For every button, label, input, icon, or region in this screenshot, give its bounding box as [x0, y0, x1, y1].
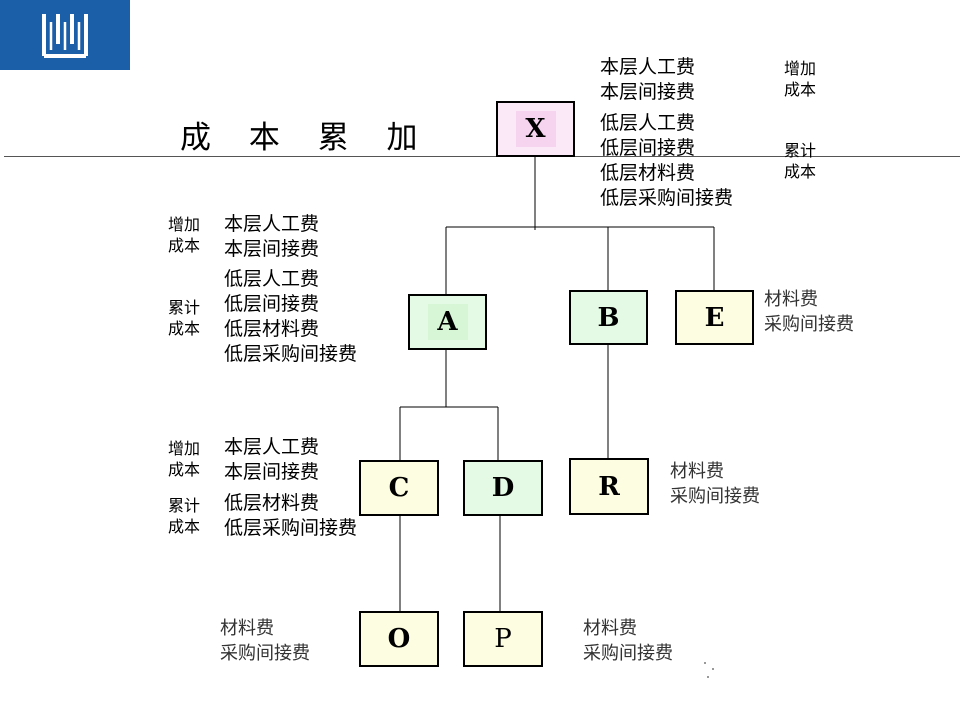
a-direct-costs: 本层人工费 本层间接费 — [224, 212, 319, 262]
node-c: C — [359, 460, 439, 516]
node-e-label: E — [704, 302, 725, 333]
node-b: B — [569, 290, 648, 345]
decor-dot — [707, 676, 709, 678]
tag-line: 成本 — [168, 319, 201, 338]
cost-line: 低层间接费 — [600, 137, 696, 159]
tag-line: 成本 — [168, 517, 201, 536]
decor-dot — [712, 668, 714, 670]
x-tag-cumulative: 累计 成本 — [784, 140, 816, 182]
cd-direct-costs: 本层人工费 本层间接费 — [224, 435, 319, 485]
node-d: D — [463, 460, 543, 516]
tag-line: 增加 — [168, 215, 201, 234]
tag-line: 累计 — [784, 141, 817, 160]
node-b-label: B — [597, 302, 620, 333]
node-a-label: A — [427, 304, 468, 340]
cost-line: 低层人工费 — [224, 268, 320, 290]
cost-line: 低层材料费 — [600, 162, 696, 184]
node-p: P — [463, 611, 543, 667]
tag-line: 成本 — [784, 80, 817, 99]
tag-line: 累计 — [168, 298, 201, 317]
node-r: R — [569, 458, 649, 515]
cost-line: 本层间接费 — [224, 238, 320, 260]
cost-line: 低层采购间接费 — [600, 187, 734, 209]
node-o: O — [359, 611, 439, 667]
node-d-label: D — [491, 473, 515, 503]
tag-line: 成本 — [168, 460, 201, 479]
cost-line: 采购间接费 — [670, 486, 760, 507]
cd-tag-added: 增加 成本 — [168, 438, 200, 480]
cost-line: 本层间接费 — [600, 81, 696, 103]
decor-dot — [704, 662, 706, 664]
tag-line: 增加 — [168, 439, 201, 458]
node-r-label: R — [598, 471, 620, 502]
tag-line: 成本 — [784, 162, 817, 181]
cost-line: 材料费 — [583, 618, 637, 639]
cost-line: 低层采购间接费 — [224, 343, 358, 365]
tag-line: 增加 — [784, 59, 817, 78]
o-purchase-costs: 材料费 采购间接费 — [220, 616, 310, 666]
cost-line: 采购间接费 — [583, 643, 673, 664]
node-p-label: P — [494, 624, 512, 654]
tag-line: 累计 — [168, 496, 201, 515]
cd-lower-costs: 低层材料费 低层采购间接费 — [224, 491, 357, 541]
cost-line: 低层人工费 — [600, 112, 696, 134]
r-purchase-costs: 材料费 采购间接费 — [670, 459, 760, 509]
cost-line: 采购间接费 — [220, 643, 310, 664]
a-tag-cumulative: 累计 成本 — [168, 297, 200, 339]
x-tag-added: 增加 成本 — [784, 58, 816, 100]
x-lower-costs: 低层人工费 低层间接费 低层材料费 低层采购间接费 — [600, 111, 733, 211]
logo — [0, 0, 130, 70]
cost-line: 材料费 — [764, 289, 818, 310]
node-a: A — [408, 294, 487, 350]
node-x: X — [496, 101, 575, 157]
node-c-label: C — [388, 473, 410, 503]
node-o-label: O — [387, 624, 411, 654]
cd-tag-cumulative: 累计 成本 — [168, 495, 200, 537]
node-e: E — [675, 290, 754, 345]
p-purchase-costs: 材料费 采购间接费 — [583, 616, 673, 666]
cost-line: 材料费 — [220, 618, 274, 639]
cost-line: 本层人工费 — [224, 436, 320, 458]
page-title: 成 本 累 加 — [180, 120, 432, 156]
cost-line: 低层间接费 — [224, 293, 320, 315]
a-tag-added: 增加 成本 — [168, 214, 200, 256]
cost-line: 本层间接费 — [224, 461, 320, 483]
logo-building-icon — [42, 14, 88, 58]
cost-line: 材料费 — [670, 461, 724, 482]
cost-line: 低层材料费 — [224, 492, 320, 514]
cost-line: 本层人工费 — [600, 56, 696, 78]
a-lower-costs: 低层人工费 低层间接费 低层材料费 低层采购间接费 — [224, 267, 357, 367]
cost-line: 本层人工费 — [224, 213, 320, 235]
e-purchase-costs: 材料费 采购间接费 — [764, 287, 854, 337]
cost-line: 低层材料费 — [224, 318, 320, 340]
title-divider — [4, 156, 960, 157]
tag-line: 成本 — [168, 236, 201, 255]
node-x-label: X — [515, 111, 556, 147]
cost-line: 低层采购间接费 — [224, 517, 358, 539]
x-direct-costs: 本层人工费 本层间接费 — [600, 55, 695, 105]
cost-line: 采购间接费 — [764, 314, 854, 335]
